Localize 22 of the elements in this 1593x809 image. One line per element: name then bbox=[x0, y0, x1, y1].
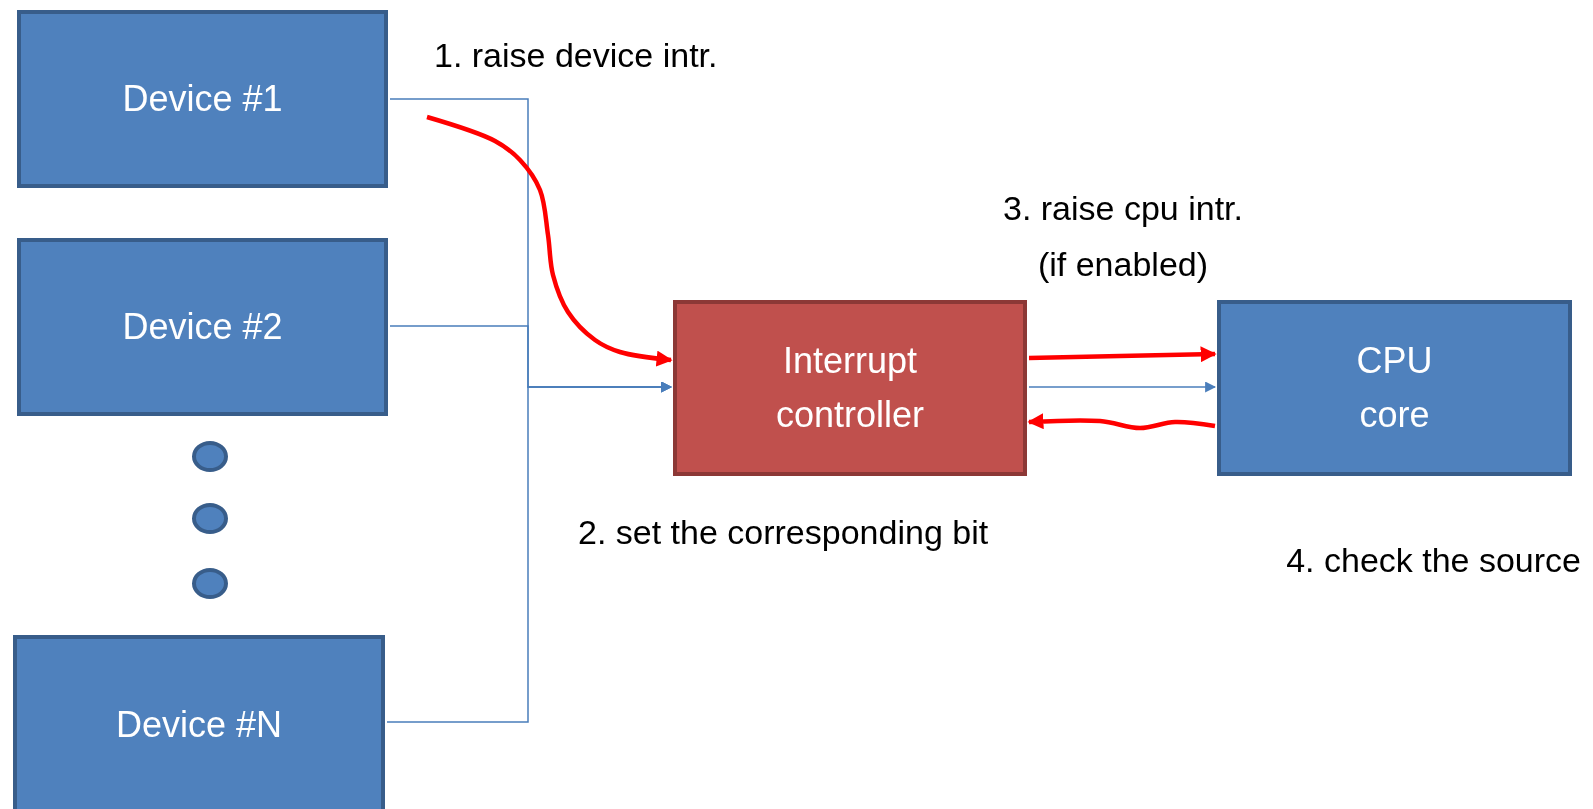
node-label: Device #N bbox=[115, 703, 283, 747]
step-label: 2. set the corresponding bit bbox=[578, 512, 989, 553]
circle-shape bbox=[192, 441, 228, 472]
device-box bbox=[17, 238, 388, 416]
circle-shape bbox=[192, 568, 228, 599]
controller-box bbox=[673, 300, 1027, 476]
arrow bbox=[386, 381, 673, 723]
circle-shape bbox=[192, 503, 228, 534]
arrow bbox=[426, 114, 673, 367]
arrow bbox=[1028, 346, 1217, 363]
step-label: 4. check the source bbox=[1286, 540, 1581, 581]
arrow bbox=[1028, 381, 1217, 393]
step-label: 1. raise device intr. bbox=[434, 35, 718, 76]
node-label: CPU core bbox=[1355, 339, 1434, 437]
device-box bbox=[1217, 300, 1572, 476]
device-box bbox=[13, 635, 385, 809]
arrow bbox=[1027, 413, 1216, 431]
node-label: Interrupt controller bbox=[774, 339, 926, 437]
node-label: Device #1 bbox=[122, 77, 283, 121]
device-box bbox=[17, 10, 388, 188]
step-label: 3. raise cpu intr. (if enabled) bbox=[1002, 188, 1244, 286]
node-label: Device #2 bbox=[122, 305, 283, 349]
